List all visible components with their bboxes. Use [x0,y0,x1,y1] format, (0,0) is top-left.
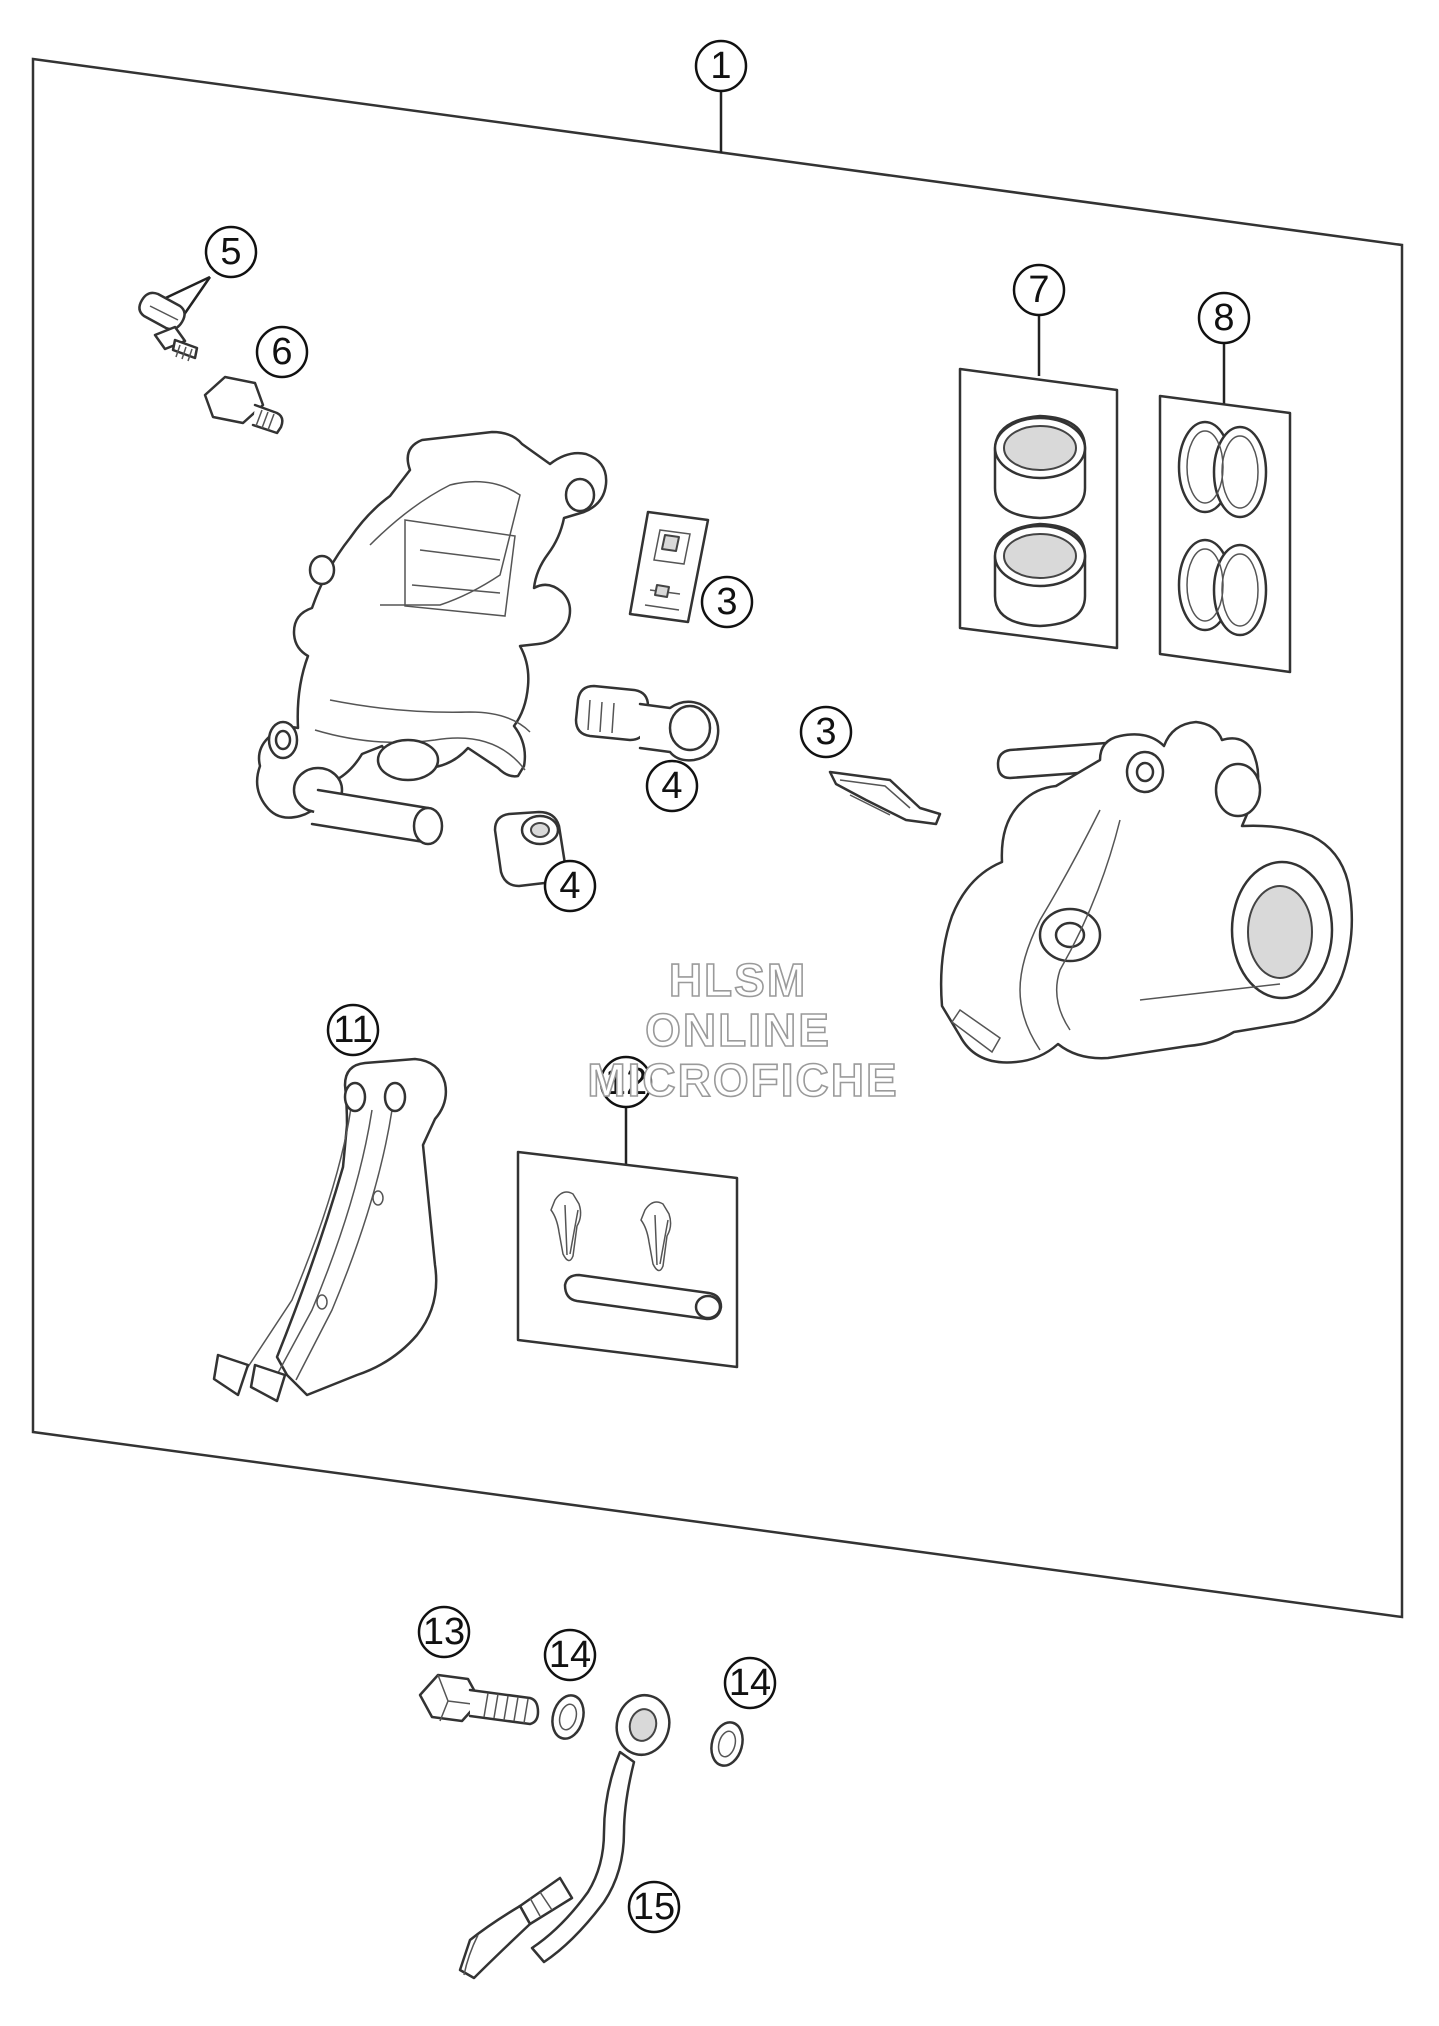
callout-13: 13 [417,1605,471,1659]
svg-text:6: 6 [271,331,292,373]
callout-8: 8 [1197,291,1251,345]
callout-11: 11 [326,1003,380,1057]
svg-text:8: 8 [1213,297,1234,339]
svg-text:14: 14 [549,1634,591,1676]
svg-text:4: 4 [559,865,580,907]
piston-kit-part [958,367,1119,650]
svg-text:14: 14 [729,1662,771,1704]
svg-text:12: 12 [605,1061,647,1103]
callout-5: 5 [204,225,258,279]
callouts: 1 3 3 4 4 5 6 7 [204,39,1251,1934]
callout-1: 1 [694,39,748,93]
bleeder-nut-part [203,375,284,435]
watermark-line-2: ONLINE [645,1004,831,1056]
sealing-washer-right-part [710,1721,744,1767]
svg-text:5: 5 [220,231,241,273]
svg-text:7: 7 [1028,269,1049,311]
sealing-washer-left-part [551,1694,585,1740]
callout-14-left: 14 [543,1628,597,1682]
callout-4-upper: 4 [645,759,699,813]
svg-text:13: 13 [423,1611,465,1653]
bleeder-valve-part [138,291,199,362]
callout-6: 6 [255,325,309,379]
watermark-line-1: HLSM [669,954,807,1006]
svg-text:3: 3 [815,711,836,753]
brake-pads-part [212,1057,448,1403]
callout-3-upper: 3 [700,575,754,629]
slide-pin-part [574,684,720,762]
pad-spring-lower-part [828,770,942,826]
seal-kit-part [1158,394,1292,674]
svg-text:3: 3 [716,581,737,623]
pad-spring-upper-part [628,510,710,624]
svg-text:11: 11 [333,1009,372,1051]
watermark: HLSM ONLINE MICROFICHE [587,953,898,1107]
callout-4-lower: 4 [543,859,597,913]
pin-clip-kit-part [516,1150,739,1369]
svg-text:1: 1 [710,45,731,87]
callout-3-lower: 3 [799,705,853,759]
callout-14-right: 14 [723,1656,777,1710]
banjo-bolt-part [418,1673,540,1726]
callout-15: 15 [627,1880,681,1934]
callout-12: 12 [599,1055,653,1109]
slide-bushing-part [493,810,567,888]
callout-7: 7 [1012,263,1066,317]
caliper-bracket-part [939,720,1354,1064]
watermark-line-3: MICROFICHE [587,1054,898,1106]
caliper-body-part [255,430,608,846]
brake-hose-part [458,1694,671,1980]
svg-text:15: 15 [633,1886,675,1928]
svg-text:4: 4 [661,765,682,807]
